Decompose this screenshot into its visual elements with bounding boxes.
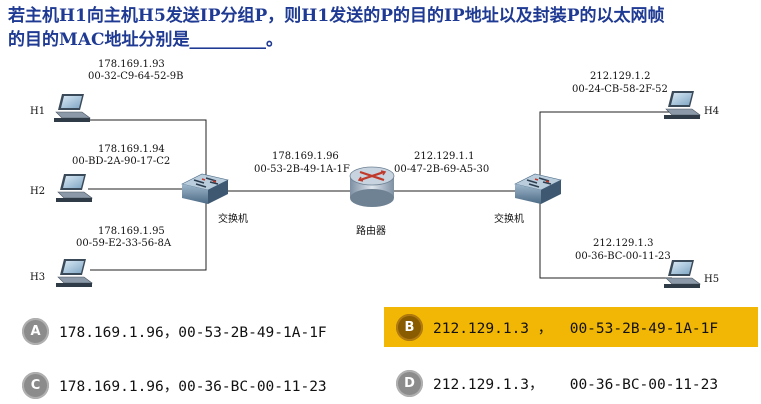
switch-left: 交换机 [181, 173, 248, 225]
host-h1: H1 178.169.1.93 00-32-C9-64-52-9B [30, 59, 184, 123]
router-left-mac: 00-53-2B-49-1A-1F [254, 164, 350, 175]
option-text: 178.169.1.96，00-53-2B-49-1A-1F [59, 324, 327, 341]
host-ip: 212.129.1.3 [593, 238, 653, 249]
host-ip: 178.169.1.95 [98, 226, 165, 237]
router-icon [349, 166, 395, 207]
host-mac: 00-BD-2A-90-17-C2 [72, 156, 170, 167]
computer-icon [53, 93, 91, 123]
host-mac: 00-36-BC-00-11-23 [575, 251, 671, 262]
link-h1-switch [88, 119, 207, 182]
question-end: 。 [266, 30, 284, 50]
host-label: H3 [30, 272, 45, 283]
option-letter: C [22, 371, 49, 399]
host-mac: 00-32-C9-64-52-9B [88, 71, 184, 82]
switch-icon [181, 173, 229, 205]
option-b[interactable]: B 212.129.1.3 ， 00-53-2B-49-1A-1F [384, 307, 758, 347]
host-label: H1 [30, 106, 45, 117]
router: 路由器 178.169.1.96 00-53-2B-49-1A-1F 212.1… [254, 151, 489, 237]
option-d[interactable]: D 212.129.1.3， 00-36-BC-00-11-23 [396, 364, 756, 402]
option-letter: A [22, 317, 49, 345]
host-h4: H4 212.129.1.2 00-24-CB-58-2F-52 [572, 71, 719, 120]
option-c[interactable]: C 178.169.1.96，00-36-BC-00-11-23 [22, 366, 362, 404]
option-text: 178.169.1.96，00-36-BC-00-11-23 [59, 378, 327, 395]
host-mac: 00-59-E2-33-56-8A [76, 238, 172, 249]
computer-icon [55, 258, 93, 288]
network-diagram: H1 178.169.1.93 00-32-C9-64-52-9B H2 178… [30, 59, 719, 289]
computer-icon [55, 173, 93, 203]
option-a[interactable]: A 178.169.1.96，00-53-2B-49-1A-1F [22, 312, 362, 350]
link-switch-h4 [539, 111, 672, 182]
switch-label: 交换机 [218, 212, 248, 225]
switch-icon [514, 173, 562, 205]
option-text: 212.129.1.3 ， 00-53-2B-49-1A-1F [433, 320, 719, 337]
link-h3-switch [90, 202, 207, 271]
host-ip: 212.129.1.2 [590, 71, 650, 82]
option-text: 212.129.1.3， 00-36-BC-00-11-23 [433, 376, 719, 393]
host-ip: 178.169.1.94 [98, 144, 165, 155]
switch-label: 交换机 [494, 212, 524, 225]
host-label: H5 [704, 274, 719, 285]
link-switch-h5 [539, 202, 672, 279]
router-label: 路由器 [356, 224, 386, 237]
links [88, 111, 672, 279]
host-label: H4 [704, 106, 719, 117]
option-letter: D [396, 369, 423, 397]
computer-icon [663, 90, 701, 120]
question-text: 若主机H1向主机H5发送IP分组P，则H1发送的P的目的IP地址以及封装P的以太… [8, 4, 756, 52]
computer-icon [663, 259, 701, 289]
router-left-ip: 178.169.1.96 [272, 151, 339, 162]
answer-blank: _________ [189, 30, 267, 50]
host-label: H2 [30, 186, 45, 197]
host-h3: H3 178.169.1.95 00-59-E2-33-56-8A [30, 226, 172, 288]
option-letter: B [396, 313, 423, 341]
router-right-mac: 00-47-2B-69-A5-30 [394, 164, 489, 175]
host-mac: 00-24-CB-58-2F-52 [572, 84, 668, 95]
router-right-ip: 212.129.1.1 [414, 151, 474, 162]
host-ip: 178.169.1.93 [98, 59, 165, 70]
host-h2: H2 178.169.1.94 00-BD-2A-90-17-C2 [30, 144, 170, 203]
host-h5: H5 212.129.1.3 00-36-BC-00-11-23 [575, 238, 719, 289]
switch-right: 交换机 [494, 173, 562, 225]
question-line1: 若主机H1向主机H5发送IP分组P，则H1发送的P的目的IP地址以及封装P的以太… [8, 6, 665, 26]
question-line2: 的目的MAC地址分别是 [8, 30, 190, 50]
